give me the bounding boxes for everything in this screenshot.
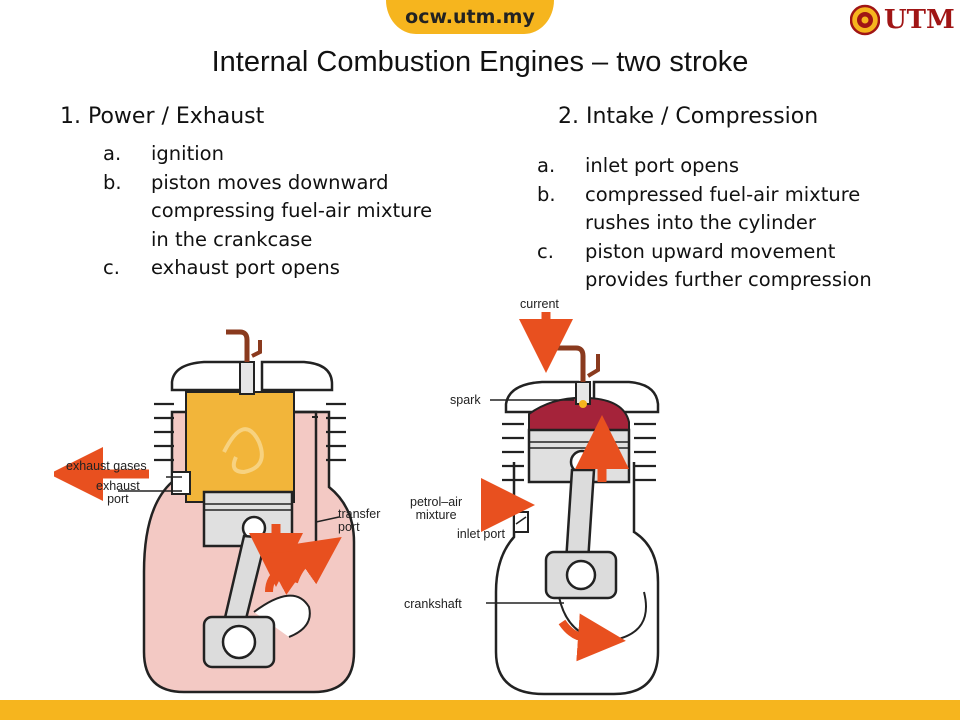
list-letter: a.	[537, 154, 556, 177]
label-line: exhaust	[96, 479, 140, 493]
list-letter: b.	[103, 170, 122, 194]
list-letter: a.	[103, 142, 122, 165]
label-spark: spark	[450, 393, 481, 407]
utm-logo: UTM	[850, 2, 956, 38]
list-text: inlet port opens	[585, 154, 740, 177]
right-engine	[481, 312, 660, 696]
list-text: compressed fuel-air mixture	[585, 182, 861, 206]
list-text: piston moves downward	[151, 170, 389, 194]
list-text: exhaust port opens	[151, 256, 340, 279]
label-exhaust-port: exhaust port	[96, 480, 140, 506]
footer-bar	[0, 700, 960, 720]
label-inlet-port: inlet port	[457, 527, 505, 541]
list-letter: b.	[537, 182, 556, 206]
label-line: port	[338, 520, 360, 534]
list-text: in the crankcase	[151, 227, 313, 251]
list-item: c. exhaust port opens	[103, 254, 432, 283]
list-text: rushes into the cylinder	[585, 211, 816, 234]
label-line: mixture	[415, 508, 457, 522]
list-item: b. piston moves downward compressing fue…	[103, 169, 432, 255]
label-line: port	[107, 492, 129, 506]
list-item: c. piston upward movement provides furth…	[537, 238, 872, 295]
list-letter: c.	[103, 256, 120, 279]
list-text: piston upward movement	[585, 239, 836, 263]
column-heading-power-exhaust: 1. Power / Exhaust	[60, 104, 265, 129]
power-exhaust-steps: a. ignition b. piston moves downward com…	[103, 140, 432, 283]
list-letter: c.	[537, 239, 554, 263]
left-engine	[49, 329, 356, 694]
list-text: compressing fuel-air mixture	[151, 199, 433, 222]
label-line: transfer	[338, 507, 381, 521]
list-text: provides further compression	[585, 268, 872, 291]
column-heading-intake-compression: 2. Intake / Compression	[558, 104, 819, 129]
engine-diagram: exhaust gases exhaust port transfer port…	[49, 292, 664, 698]
site-url: ocw.utm.my	[405, 6, 535, 28]
list-item: b. compressed fuel-air mixture rushes in…	[537, 181, 872, 238]
label-exhaust-gases: exhaust gases	[66, 459, 147, 473]
utm-crest-icon	[850, 4, 880, 36]
engine-illustration	[49, 292, 664, 698]
label-line: petrol–air	[410, 495, 463, 509]
intake-compression-steps: a. inlet port opens b. compressed fuel-a…	[537, 152, 872, 295]
list-text: ignition	[151, 142, 224, 165]
list-item: a. ignition	[103, 140, 432, 169]
label-current: current	[520, 297, 559, 311]
page-title: Internal Combustion Engines – two stroke	[211, 46, 749, 78]
list-item: a. inlet port opens	[537, 152, 872, 181]
site-tab[interactable]: ocw.utm.my	[386, 0, 554, 34]
logo-text: UTM	[884, 5, 955, 35]
label-transfer-port: transfer port	[338, 508, 380, 534]
label-crankshaft: crankshaft	[404, 597, 462, 611]
label-petrol-air-mixture: petrol–air mixture	[410, 496, 462, 522]
